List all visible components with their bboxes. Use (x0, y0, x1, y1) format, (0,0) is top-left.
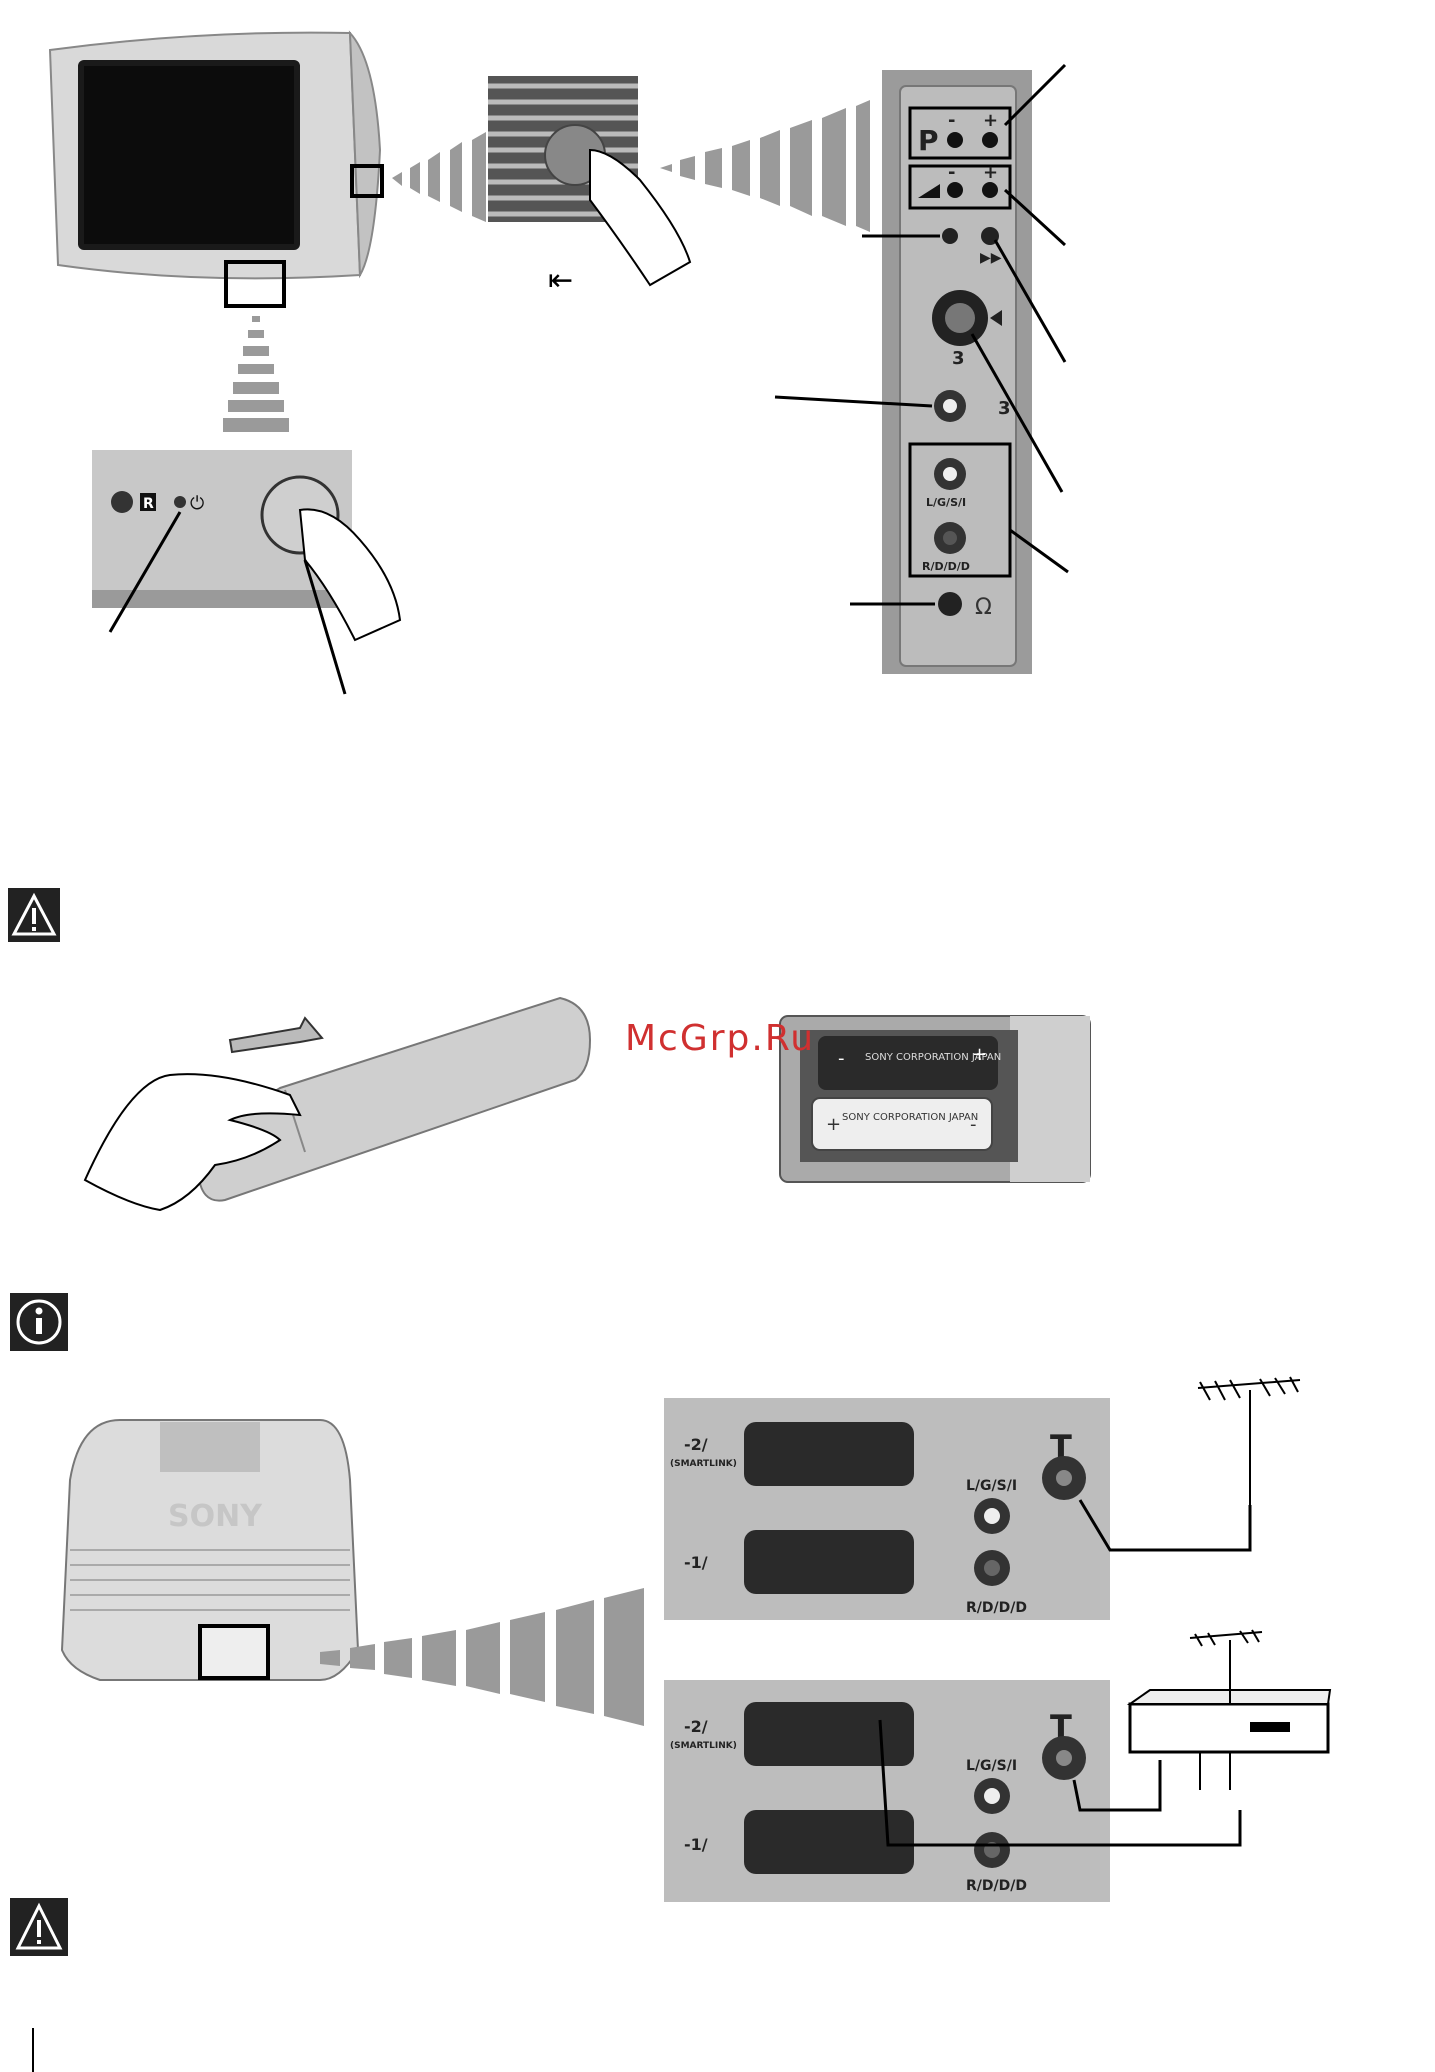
svg-text:-2/: -2/ (684, 1435, 708, 1454)
svg-text:-: - (970, 1114, 977, 1135)
rear-panel-antenna: -2/ (SMARTLINK) -1/ L/G/S/I R/D/D/D T (664, 1398, 1250, 1620)
remote-illustration (85, 998, 590, 1210)
zoom-rays-3 (223, 316, 289, 432)
svg-text:-: - (948, 110, 955, 131)
svg-text:R: R (143, 496, 154, 512)
watermark: McGrp.Ru (625, 1018, 815, 1059)
input-select-icon: ⇤ (548, 263, 573, 298)
svg-text:(SMARTLINK): (SMARTLINK) (670, 1741, 737, 1751)
svg-text:R/D/D/D: R/D/D/D (922, 560, 970, 573)
svg-text:L/G/S/I: L/G/S/I (966, 1478, 1017, 1494)
svg-text:+: + (983, 110, 998, 131)
warning-icon (8, 888, 60, 942)
svg-text:-1/: -1/ (684, 1835, 708, 1854)
rear-panel-vcr: -2/ (SMARTLINK) -1/ L/G/S/I R/D/D/D T (664, 1680, 1330, 1902)
power-icon: ⏻ (190, 493, 204, 514)
battery-compartment: SONY CORPORATION JAPAN + - SONY CORPORAT… (780, 1016, 1090, 1182)
svg-text:▶▶: ▶▶ (980, 250, 1002, 266)
svg-text:SONY CORPORATION JAPAN: SONY CORPORATION JAPAN (842, 1112, 978, 1123)
svg-text:-: - (948, 162, 955, 183)
svg-text:-2/: -2/ (684, 1717, 708, 1736)
zoom-rays-4 (320, 1588, 644, 1726)
tv-front-illustration (50, 33, 382, 306)
warning-icon-2 (10, 1898, 68, 1956)
svg-text:+: + (983, 162, 998, 183)
svg-text:L/G/S/I: L/G/S/I (966, 1758, 1017, 1774)
margin-rule (32, 2028, 34, 2072)
svg-text:L/G/S/I: L/G/S/I (926, 496, 966, 509)
svg-text:R/D/D/D: R/D/D/D (966, 1878, 1027, 1894)
rear-connection-figure: SONY -2/ (SMARTLINK) -1/ L/G/S/I R/D/D/D… (0, 1350, 1435, 1910)
svg-text:+: + (826, 1114, 841, 1135)
tv-rear-illustration: SONY (62, 1420, 358, 1680)
zoom-rays-1 (392, 132, 486, 222)
svg-text:3: 3 (952, 348, 965, 369)
headphone-icon: Ω (975, 595, 992, 620)
svg-text:-1/: -1/ (684, 1553, 708, 1572)
svg-text:(SMARTLINK): (SMARTLINK) (670, 1459, 737, 1469)
tv-front-figure: ⇤ P - + - + ▶▶ 3 3 L/G/S/I (0, 0, 1435, 720)
power-button-closeup: R ⏻ (92, 450, 400, 694)
zoom-rays-2 (660, 100, 870, 232)
svg-text:SONY: SONY (168, 1499, 263, 1534)
side-button-closeup: ⇤ (488, 76, 690, 298)
antenna-icon (1198, 1377, 1300, 1505)
remote-battery-figure: SONY CORPORATION JAPAN + - SONY CORPORAT… (0, 980, 1435, 1220)
svg-text:-: - (838, 1048, 845, 1069)
svg-text:R/D/D/D: R/D/D/D (966, 1600, 1027, 1616)
info-icon (10, 1293, 68, 1351)
svg-text:+: + (972, 1044, 987, 1065)
front-control-panel: P - + - + ▶▶ 3 3 L/G/S/I R/D/D/D Ω (882, 70, 1032, 674)
program-label: P (918, 124, 939, 157)
